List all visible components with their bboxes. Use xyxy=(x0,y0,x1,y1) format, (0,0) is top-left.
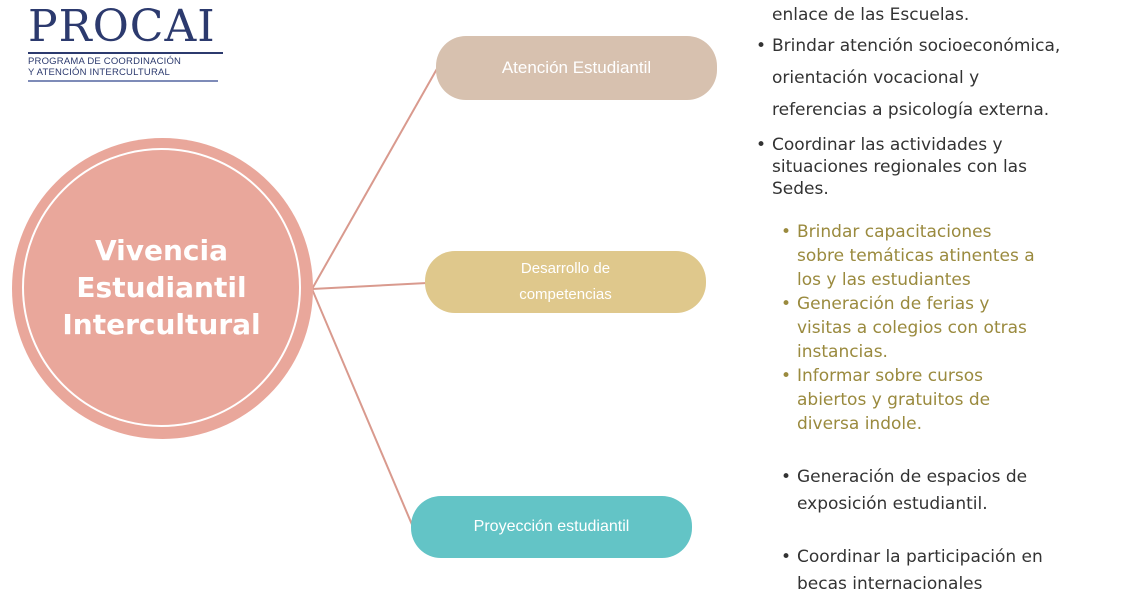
procai-logo: PROCAI PROGRAMA DE COORDINACIÓN Y ATENCI… xyxy=(28,2,223,82)
connector-proyeccion xyxy=(311,288,414,528)
atencion-item: Brindar atención socioeconómica, orienta… xyxy=(756,30,1118,126)
logo-divider xyxy=(28,52,223,54)
branch-atencion-label: Atención Estudiantil xyxy=(501,58,652,77)
desarrollo-item-text: Brindar capacitaciones sobre temáticas a… xyxy=(797,222,1035,290)
desarrollo-item: Brindar capacitaciones sobre temáticas a… xyxy=(781,220,1111,292)
desarrollo-list: Brindar capacitaciones sobre temáticas a… xyxy=(781,220,1111,436)
branch-proyeccion-estudiantil: Proyección estudiantil xyxy=(411,496,692,558)
logo-subtitle-line2: Y ATENCIÓN INTERCULTURAL xyxy=(28,67,171,78)
atencion-item-text: Coordinar las actividades y situaciones … xyxy=(772,135,1027,199)
logo-title: PROCAI xyxy=(28,1,216,52)
desarrollo-item: Informar sobre cursos abiertos y gratuit… xyxy=(781,364,1111,436)
desarrollo-item-text: Informar sobre cursos abiertos y gratuit… xyxy=(797,366,991,434)
proyeccion-item-text: Generación de espacios de exposición est… xyxy=(797,467,1028,514)
atencion-item: Coordinar las actividades y situaciones … xyxy=(756,134,1118,200)
proyeccion-item: Generación de espacios de exposición est… xyxy=(781,464,1111,518)
proyeccion-item: Coordinar la participación en becas inte… xyxy=(781,544,1111,598)
branch-desarrollo-competencias: Desarrollo de competencias xyxy=(425,251,706,313)
proyeccion-item-text: Coordinar la participación en becas inte… xyxy=(797,547,1043,594)
branch-proyeccion-label: Proyección estudiantil xyxy=(473,518,630,535)
logo-subtitle-line1: PROGRAMA DE COORDINACIÓN xyxy=(28,56,182,67)
atencion-continuation: enlace de las Escuelas. xyxy=(772,5,970,25)
atencion-item-text: Brindar atención socioeconómica, orienta… xyxy=(772,36,1061,120)
atencion-list: enlace de las Escuelas. Brindar atención… xyxy=(756,0,1118,200)
branch-atencion-estudiantil: Atención Estudiantil xyxy=(436,36,717,100)
desarrollo-item-text: Generación de ferias y visitas a colegio… xyxy=(797,294,1027,362)
proyeccion-list: Generación de espacios de exposición est… xyxy=(781,464,1111,598)
branch-desarrollo-label: Desarrollo de competencias xyxy=(519,260,612,303)
connector-desarrollo xyxy=(311,282,428,290)
connector-atencion xyxy=(311,66,439,290)
desarrollo-item: Generación de ferias y visitas a colegio… xyxy=(781,292,1111,364)
central-node-label: Vivencia Estudiantil Intercultural xyxy=(62,234,261,341)
central-node-ring: Vivencia Estudiantil Intercultural xyxy=(22,148,301,427)
logo-underline xyxy=(28,80,218,82)
